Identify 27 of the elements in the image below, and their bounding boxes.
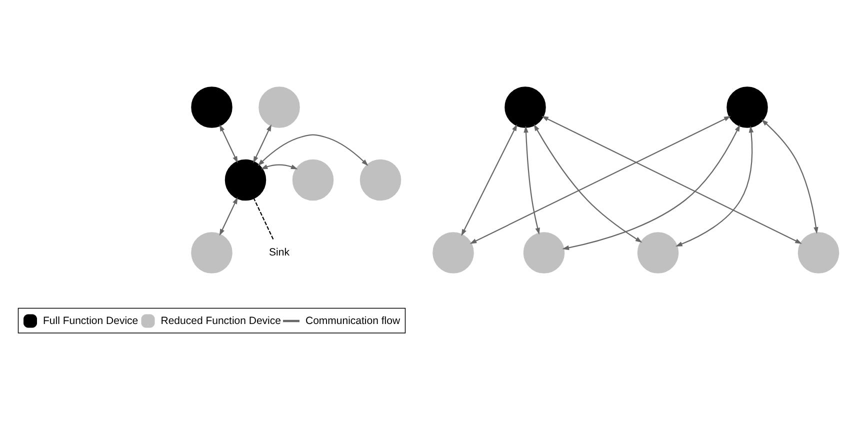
- node-circle: [504, 86, 546, 128]
- arrow: [534, 124, 642, 243]
- node-circle: [191, 86, 232, 128]
- arrow: [524, 126, 540, 235]
- node-circle: [191, 232, 232, 274]
- node-circle: [637, 232, 679, 274]
- node-circle: [292, 159, 334, 201]
- arrow: [542, 116, 802, 244]
- connector: [254, 198, 274, 240]
- node-circle: [258, 86, 300, 128]
- arrow: [260, 164, 298, 170]
- arrow: [470, 116, 731, 244]
- arrow: [761, 119, 818, 234]
- arrow: [258, 134, 368, 166]
- arrow: [220, 124, 238, 164]
- arrow: [562, 124, 740, 250]
- node-circle: [432, 232, 474, 274]
- legend-label: Full Function Device: [43, 314, 138, 327]
- node-circle: [798, 232, 840, 274]
- node-circle: [523, 232, 565, 274]
- legend-label: Communication flow: [306, 314, 400, 327]
- legend-label: Reduced Function Device: [160, 314, 281, 327]
- arrow: [219, 197, 238, 236]
- node-text: Sink: [269, 246, 290, 259]
- arrow: [253, 124, 272, 164]
- arrow: [676, 126, 754, 246]
- arrow: [461, 124, 518, 236]
